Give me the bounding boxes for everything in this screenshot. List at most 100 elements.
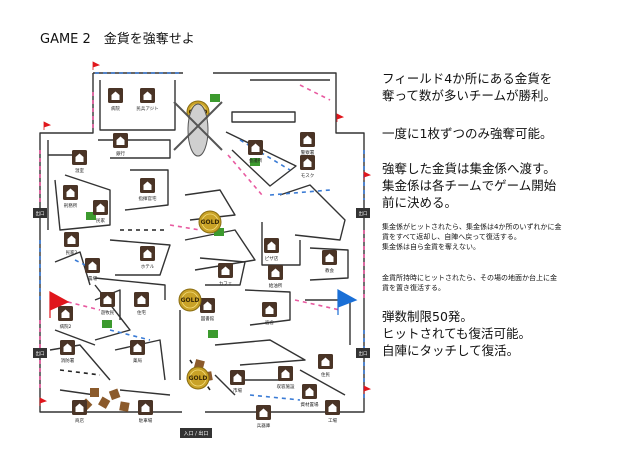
house-glyph: [88, 261, 97, 270]
spot-label: 住宅: [137, 309, 146, 316]
grass-patch: [214, 228, 224, 236]
house-glyph: [75, 403, 84, 412]
gold-label: GOLD: [189, 375, 208, 382]
spot-label: 会議所: [249, 157, 263, 164]
entrance-box: [180, 428, 212, 438]
gold-coin-ring: [201, 213, 219, 231]
spot-15: 宿舎: [262, 302, 277, 326]
spot-18: ピザ店: [264, 238, 279, 262]
spot-label: 病院2: [60, 323, 72, 330]
spot-label: ピザ店: [265, 255, 279, 262]
exit-box: [356, 348, 370, 358]
house-glyph: [143, 181, 152, 190]
rule-touch: 自陣にタッチして復活。: [382, 343, 520, 358]
entrance-label: 入口 / 出口: [184, 430, 209, 437]
spot-label: 銀行: [116, 150, 125, 157]
inner-wall: [244, 289, 291, 326]
inner-wall: [54, 329, 96, 346]
spot-31: 兵器庫: [256, 405, 271, 429]
spot-10: 指揮官宅: [139, 178, 157, 202]
spot-label: 商店: [75, 417, 84, 424]
crate: [119, 401, 130, 412]
barricade: [59, 299, 101, 311]
exit-label: 出口: [36, 210, 45, 217]
exit-tag: 出口: [33, 348, 47, 358]
house-glyph: [63, 343, 72, 352]
house-glyph: [221, 266, 230, 275]
house-glyph: [259, 408, 268, 417]
house-glyph: [133, 343, 142, 352]
gold-coin-ring: [181, 291, 199, 309]
spot-24: 住民: [318, 354, 333, 378]
house-glyph: [141, 403, 150, 412]
house-glyph: [321, 357, 330, 366]
spot-label: カフェ: [219, 281, 233, 287]
house-glyph: [281, 369, 290, 378]
inner-wall: [109, 239, 171, 276]
barricade: [249, 394, 301, 401]
helicopter-body: [187, 103, 209, 157]
inner-wall: [98, 139, 171, 159]
grass-patches: [86, 94, 260, 338]
house-glyph: [251, 143, 260, 152]
spot-label: 市場: [233, 387, 242, 394]
exit-box: [33, 208, 47, 218]
inner-wall: [119, 389, 171, 396]
spot-29: 駐車場: [138, 400, 153, 424]
exit-label: 出口: [359, 350, 368, 357]
spot-label: 住民: [321, 371, 330, 378]
house-glyph: [61, 309, 70, 318]
house-glyph: [233, 373, 242, 382]
spot-4: 温室: [72, 150, 87, 174]
inner-wall: [99, 80, 176, 131]
exit-box: [356, 208, 370, 218]
barricade: [169, 224, 201, 231]
rule-collector-line2: 前に決める。: [382, 195, 458, 210]
spot-19: 住宅: [134, 292, 149, 316]
spot-label: 警察署: [301, 149, 315, 156]
house-glyph: [325, 253, 334, 262]
house-glyph: [67, 235, 76, 244]
spot-21: 病院2: [58, 306, 73, 330]
rule-goal-line2: 奪って数が多いチームが勝利。: [382, 88, 557, 103]
barricade: [59, 369, 101, 376]
spot-label: 兵器庫: [257, 422, 271, 429]
house-glyph: [203, 301, 212, 310]
spot-label: 給油所: [269, 282, 283, 289]
spot-28: 工場: [325, 400, 340, 424]
crate: [98, 396, 111, 409]
inner-wall: [94, 277, 166, 300]
spot-label: 図書館: [201, 315, 215, 322]
house-glyph: [111, 91, 120, 100]
spot-label: 民家2: [66, 249, 78, 256]
red-flag-icon: [49, 290, 70, 318]
house-glyph: [265, 305, 274, 314]
gold-label: GOLD: [201, 219, 220, 226]
inner-wall: [199, 257, 246, 286]
rule-hit-line1: 集金係がヒットされたら、集金係は4か所のいずれかに金: [382, 223, 562, 231]
house-glyph: [267, 241, 276, 250]
crate: [90, 388, 99, 397]
inner-wall: [59, 389, 96, 396]
spot-label: 病院: [111, 105, 120, 112]
spot-23: 薬局: [130, 340, 145, 364]
inner-wall: [54, 174, 111, 231]
exit-tag: 出口: [33, 208, 47, 218]
small-flag-icon: [363, 385, 372, 394]
spot-2: 民兵アジト: [136, 88, 159, 112]
barricade: [109, 329, 151, 341]
inner-wall: [309, 247, 349, 281]
house-glyph: [103, 295, 112, 304]
rule-goal-line1: フィールド4か所にある金貨を: [382, 71, 553, 86]
spot-label: 宿舎: [265, 319, 274, 326]
spot-27: 資材置場: [301, 384, 319, 408]
spot-14: 教会: [322, 250, 337, 274]
page-title: GAME 2 金貨を強奪せよ: [40, 32, 195, 47]
spot-25: 市場: [230, 370, 245, 394]
barricade: [227, 154, 263, 196]
spot-label: 民兵アジト: [136, 105, 158, 112]
house-glyph: [137, 295, 146, 304]
barricade: [299, 84, 331, 101]
